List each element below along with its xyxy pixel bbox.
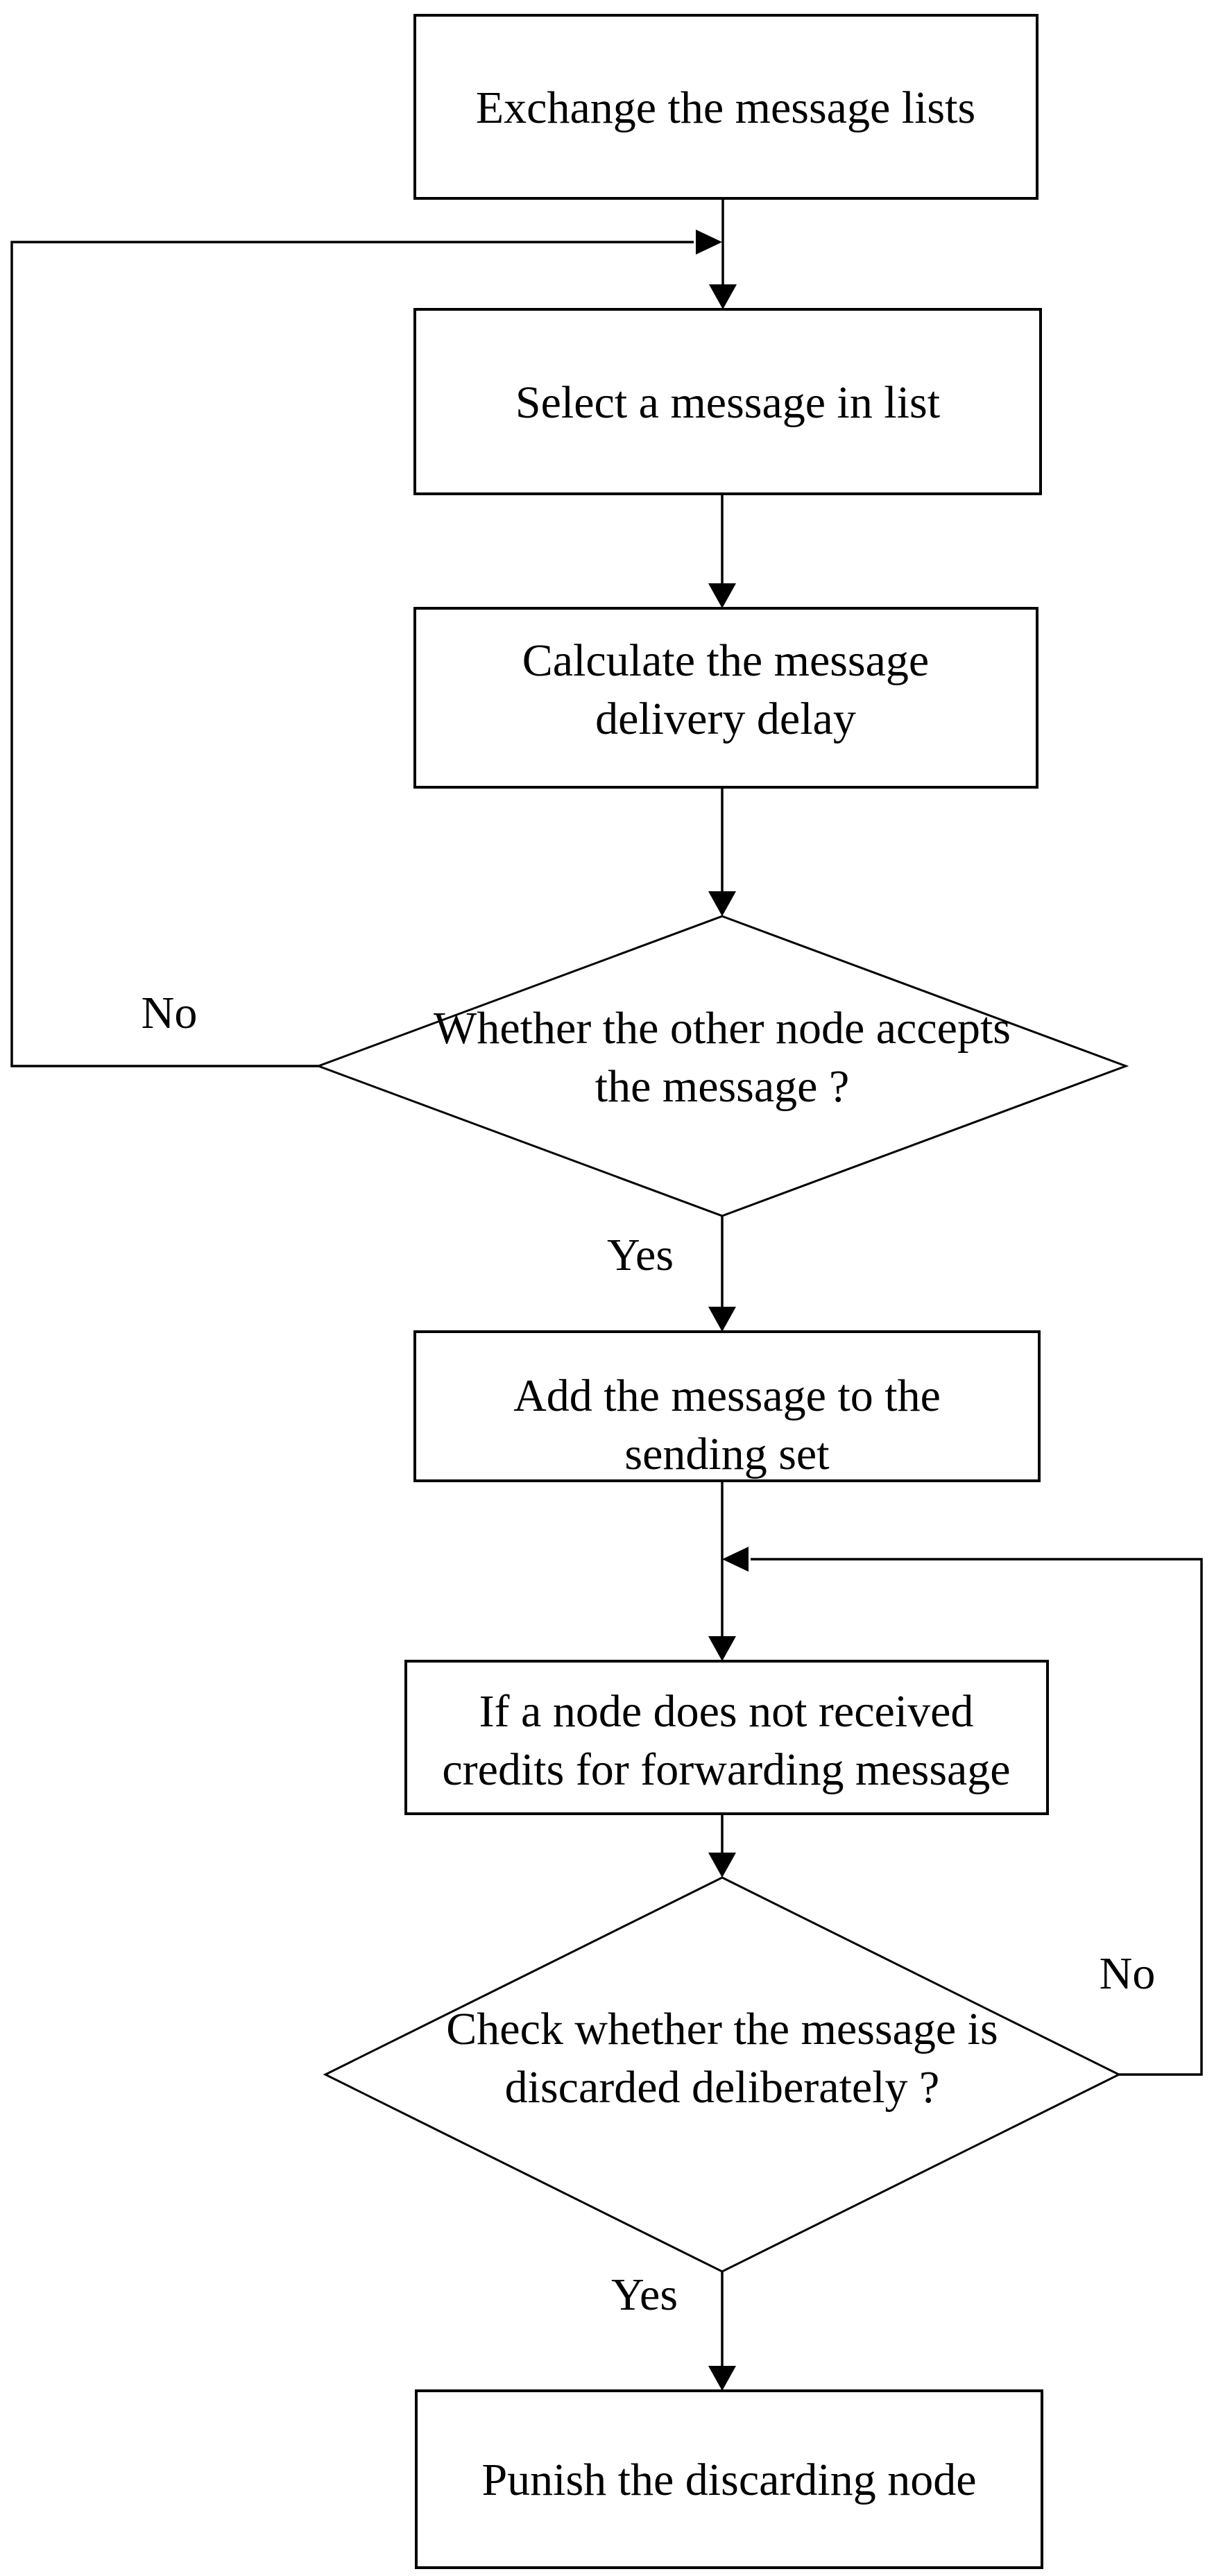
node-calculate-delay: Calculate the message delivery delay [413,607,1038,789]
node-label-line1: If a node does not received [479,1686,974,1737]
edge-label-discard-yes: Yes [611,2269,678,2320]
node-label-line1: Whether the other node accepts [434,1003,1011,1054]
node-label-line2: discarded deliberately ? [505,2062,940,2113]
arrowhead-into-select [709,284,737,309]
node-credits-check: If a node does not received credits for … [404,1660,1049,1815]
decision-node-discarded: Check whether the message is discarded d… [323,1876,1122,2273]
edge-label-accepts-yes: Yes [607,1230,674,1280]
node-select-message: Select a message in list [413,308,1042,495]
node-exchange-message-lists: Exchange the message lists [413,14,1038,200]
edge-label-discard-no: No [1100,1948,1156,1999]
arrowhead-into-add [708,1307,736,1332]
arrowhead-into-credits [708,1636,736,1661]
arrowhead-discard-no-junction [722,1547,749,1572]
node-label: Exchange the message lists [476,83,975,133]
arrowhead-into-accepts-decision [708,891,736,916]
process-box [415,2389,1043,2569]
node-punish: Punish the discarding node [415,2389,1043,2569]
node-label-line2: delivery delay [595,694,856,744]
node-label-line1: Calculate the message [522,635,929,686]
node-label-line1: Check whether the message is [446,2004,998,2054]
node-label-line1: Add the message to the [513,1371,941,1421]
loop-accepts-no-return [10,241,694,1067]
loop-discard-no-return [751,1558,1203,2076]
process-box [413,607,1038,789]
arrowhead-into-calculate [708,583,736,608]
decision-diamond [323,1876,1122,2273]
process-box [413,1330,1041,1482]
process-box [413,14,1038,200]
process-box [404,1660,1049,1815]
node-add-to-sending-set: Add the message to the sending set [413,1330,1041,1482]
node-label-line2: sending set [624,1429,829,1479]
node-label: Punish the discarding node [481,2455,976,2505]
decision-node-accepts: Whether the other node accepts the messa… [315,915,1129,1217]
arrowhead-no-return-junction [696,230,722,255]
process-box [413,308,1042,495]
decision-diamond [315,915,1129,1217]
node-label: Select a message in list [515,377,940,428]
edge-label-accepts-no: No [142,988,198,1038]
arrowhead-into-discard-decision [708,1853,736,1878]
node-label-line2: the message ? [595,1061,850,1112]
node-label-line2: credits for forwarding message [442,1744,1010,1795]
arrowhead-into-punish [708,2366,736,2391]
